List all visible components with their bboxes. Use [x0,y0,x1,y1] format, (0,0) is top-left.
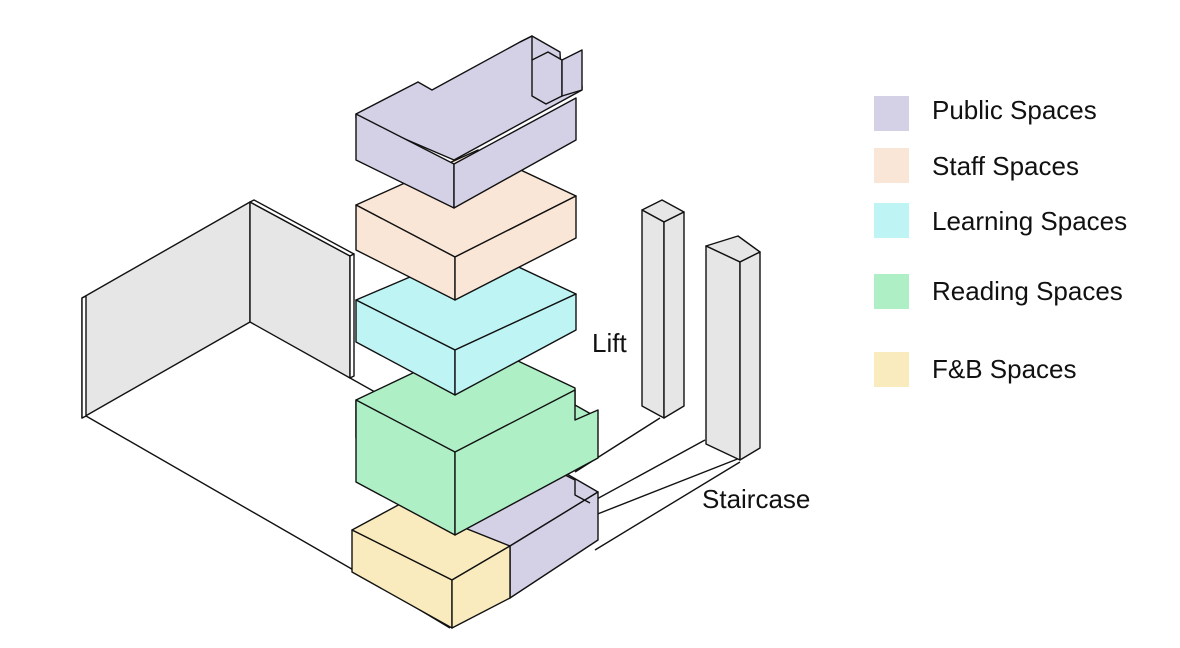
legend-label-staff: Staff Spaces [932,151,1079,181]
legend-item-staff: Staff Spaces [874,148,1079,183]
reading-side [454,389,599,536]
staircase-link-line [594,461,741,551]
top-public-block [355,35,583,209]
ground-fnb-block [351,502,511,629]
legend-swatch-staff [874,148,909,183]
ground-public-block [451,469,599,599]
legend-swatch-public [874,96,909,131]
legend-item-fnb: F&B Spaces [874,352,1077,387]
legend-item-reading: Reading Spaces [874,274,1123,309]
lift-label: Lift [592,328,627,358]
top-public-void [531,51,563,105]
stair-side [739,251,761,461]
staff-side [454,195,577,301]
learning-side [454,293,577,396]
ground-public-notch [564,474,591,504]
legend-label-learning: Learning Spaces [932,206,1127,236]
legend-swatch-fnb [874,352,909,387]
wall-edge-right [349,253,355,379]
lift-link-line-2 [594,439,706,501]
stair-front [705,245,741,461]
top-public-side [453,97,577,209]
reading-block [355,341,599,536]
staff-block [355,149,577,301]
staircase-label: Staircase [702,484,810,514]
legend-label-reading: Reading Spaces [932,276,1123,306]
top-public-notch-side [561,49,583,97]
wall-left-panel [81,201,251,419]
wall-edge-left [81,295,87,419]
lift-core [641,199,685,419]
legend-swatch-reading [874,274,909,309]
lift-side [663,211,685,419]
top-public-notch-line [519,35,533,60]
legend-item-learning: Learning Spaces [874,203,1127,238]
staircase-core [705,235,761,461]
legend: Public Spaces Staff Spaces Learning Spac… [874,95,1127,387]
legend-item-public: Public Spaces [874,95,1097,131]
legend-swatch-learning [874,203,909,238]
lift-front [641,209,665,419]
legend-label-fnb: F&B Spaces [932,354,1077,384]
site-wall [81,199,355,419]
fnb-side [451,545,511,629]
legend-label-public: Public Spaces [932,95,1097,125]
